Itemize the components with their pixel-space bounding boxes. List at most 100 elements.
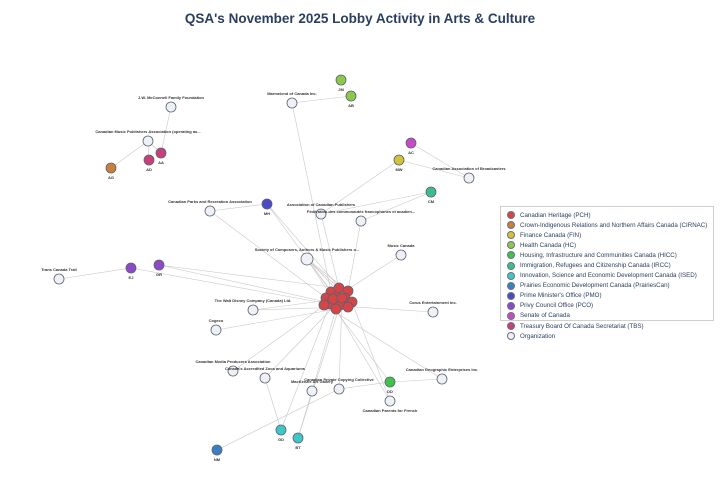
node-caza[interactable]: Canada's Accredited Zoos and Aquariums — [225, 366, 306, 384]
node-acp[interactable]: Association of Canadian Publishers — [287, 202, 356, 220]
node-circle[interactable] — [53, 273, 65, 285]
node-mw[interactable]: MW — [393, 154, 405, 172]
node-circle[interactable] — [405, 137, 417, 149]
node-circle[interactable] — [395, 249, 407, 261]
node-circle[interactable] — [292, 432, 304, 444]
node-cpf[interactable]: Canadian Parents for French — [363, 395, 418, 413]
node-marm[interactable]: Marmelend of Canada Inc. — [267, 91, 317, 109]
node-circle[interactable] — [142, 135, 154, 147]
node-nm[interactable]: NM — [211, 444, 223, 462]
node-tct[interactable]: Trans Canada Trail — [41, 267, 77, 285]
legend-item[interactable]: Health Canada (HC) — [507, 240, 713, 250]
node-cpra[interactable]: Canadian Parks and Recreation Associatio… — [168, 199, 252, 217]
node-p10[interactable] — [342, 301, 354, 313]
edge-jw-aa — [160, 106, 172, 154]
node-circle[interactable] — [306, 385, 318, 397]
node-cge[interactable]: Canadian Geographic Enterprises Inc. — [406, 367, 478, 385]
legend-item[interactable]: Innovation, Science and Economic Develop… — [507, 271, 713, 281]
node-mackenzie[interactable]: MacKenzie Art Gallery — [291, 379, 334, 397]
node-circle[interactable] — [247, 304, 259, 316]
legend-label: Health Canada (HC) — [520, 241, 577, 249]
node-gd[interactable]: GD — [275, 424, 287, 442]
node-circle[interactable] — [105, 162, 117, 174]
node-circle[interactable] — [261, 198, 273, 210]
node-dd[interactable]: DD — [384, 376, 396, 394]
legend-item[interactable]: Crown-Indigenous Relations and Northern … — [507, 220, 713, 230]
node-cmpa2[interactable]: Canadian Media Producers Association — [196, 359, 272, 377]
legend-item[interactable]: Privy Council Office (PCO) — [507, 301, 713, 311]
node-wd[interactable]: The Walt Disney Company (Canada) Ltd. — [215, 298, 292, 316]
node-circle[interactable] — [315, 208, 327, 220]
node-circle[interactable] — [425, 186, 437, 198]
node-p14[interactable] — [330, 303, 342, 315]
node-circle[interactable] — [211, 444, 223, 456]
node-circle[interactable] — [333, 282, 345, 294]
node-circle[interactable] — [318, 299, 330, 311]
node-circle[interactable] — [463, 172, 475, 184]
node-circle[interactable] — [384, 376, 396, 388]
node-ac[interactable]: AC — [405, 137, 417, 155]
node-cogeco[interactable]: Cogeco — [209, 318, 224, 336]
node-jw[interactable]: J.W. McConnell Family Foundation — [138, 95, 205, 113]
node-p2[interactable] — [333, 282, 345, 294]
legend-item[interactable]: Prime Minister's Office (PMO) — [507, 291, 713, 301]
node-p11[interactable] — [318, 299, 330, 311]
node-circle[interactable] — [355, 215, 367, 227]
legend-item[interactable]: Prairies Economic Development Canada (Pr… — [507, 281, 713, 291]
legend-item[interactable]: Canadian Heritage (PCH) — [507, 210, 713, 220]
node-circle[interactable] — [153, 259, 165, 271]
node-ej[interactable]: EJ — [125, 262, 137, 280]
node-ab[interactable]: AB — [345, 90, 357, 108]
node-circle[interactable] — [286, 97, 298, 109]
legend-label: Canadian Heritage (PCH) — [520, 211, 591, 219]
node-circle[interactable] — [327, 293, 339, 305]
node-label: Fédération des communautés francophones … — [307, 209, 415, 214]
node-cmpa[interactable]: Canadian Music Publishers Association (o… — [95, 129, 201, 147]
node-p13[interactable] — [336, 292, 348, 304]
node-circle[interactable] — [345, 90, 357, 102]
node-circle[interactable] — [393, 154, 405, 166]
node-circle[interactable] — [165, 101, 177, 113]
node-circle[interactable] — [125, 262, 137, 274]
node-circle[interactable] — [227, 365, 239, 377]
node-cpcc[interactable]: Canadian Private Copying Collective — [304, 377, 375, 395]
node-jm[interactable]: JM — [335, 74, 347, 92]
node-circle[interactable] — [330, 303, 342, 315]
node-circle[interactable] — [336, 292, 348, 304]
legend-item[interactable]: Organization — [507, 331, 713, 341]
node-circle[interactable] — [335, 74, 347, 86]
node-mc[interactable]: Music Canada — [388, 243, 416, 261]
node-circle[interactable] — [427, 306, 439, 318]
node-cm[interactable]: CM — [425, 186, 437, 204]
node-p12[interactable] — [327, 293, 339, 305]
node-circle[interactable] — [342, 301, 354, 313]
node-fed[interactable]: Fédération des communautés francophones … — [307, 209, 415, 227]
node-mh[interactable]: MH — [261, 198, 273, 216]
node-circle[interactable] — [275, 424, 287, 436]
node-ad[interactable]: AD — [143, 154, 155, 172]
node-bt[interactable]: BT — [292, 432, 304, 450]
node-circle[interactable] — [259, 372, 271, 384]
node-circle[interactable] — [143, 154, 155, 166]
node-circle[interactable] — [210, 324, 222, 336]
legend-item[interactable]: Senate of Canada — [507, 311, 713, 321]
node-corus[interactable]: Corus Entertainment Inc. — [409, 300, 457, 318]
node-circle[interactable] — [333, 383, 345, 395]
legend-item[interactable]: Finance Canada (FIN) — [507, 230, 713, 240]
node-ag[interactable]: AG — [105, 162, 117, 180]
node-circle[interactable] — [155, 147, 167, 159]
legend-item[interactable]: Housing, Infrastructure and Communities … — [507, 250, 713, 260]
legend-swatch — [507, 332, 515, 341]
node-label: Canadian Media Producers Association — [196, 359, 272, 364]
node-circle[interactable] — [436, 373, 448, 385]
legend-item[interactable]: Treasury Board Of Canada Secretariat (TB… — [507, 321, 713, 331]
legend-item[interactable]: Immigration, Refugees and Citizenship Ca… — [507, 260, 713, 270]
node-gr[interactable]: GR — [153, 259, 165, 277]
chart-title: QSA's November 2025 Lobby Activity in Ar… — [185, 11, 536, 26]
node-cab[interactable]: Canadian Association of Broadcasters — [432, 166, 506, 184]
node-circle[interactable] — [204, 205, 216, 217]
node-circle[interactable] — [384, 395, 396, 407]
node-aa[interactable]: AA — [155, 147, 167, 165]
node-socan[interactable]: Society of Composers, Authors & Music Pu… — [255, 247, 360, 266]
node-circle[interactable] — [300, 252, 314, 266]
